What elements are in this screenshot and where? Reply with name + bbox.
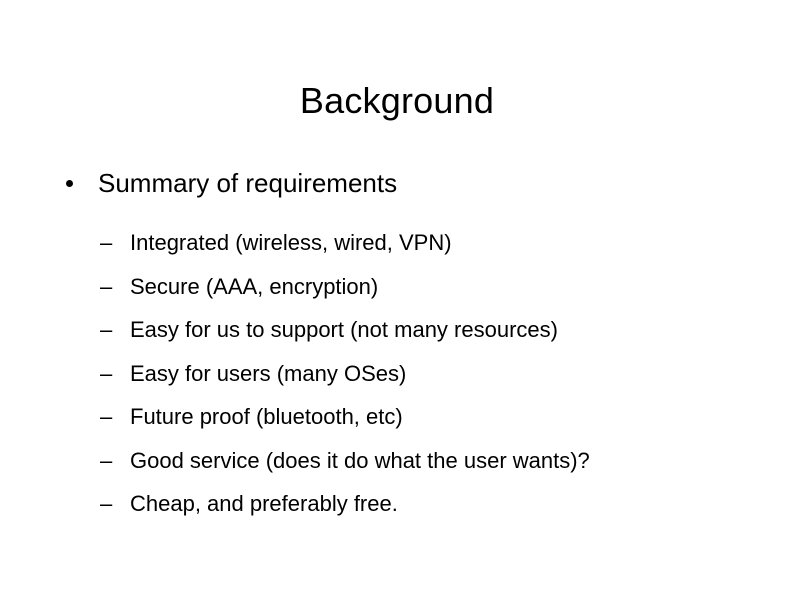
bullet-item-level2: – Integrated (wireless, wired, VPN) xyxy=(0,228,794,272)
bullet-item-level2: – Easy for users (many OSes) xyxy=(0,359,794,403)
bullet-dash-icon: – xyxy=(100,491,113,516)
bullet-item-level2-label: Integrated (wireless, wired, VPN) xyxy=(130,230,452,255)
bullet-item-level2: – Cheap, and preferably free. xyxy=(0,489,794,533)
bullet-item-level2: – Secure (AAA, encryption) xyxy=(0,272,794,316)
bullet-dash-icon: – xyxy=(100,447,113,473)
bullet-item-level1: Summary of requirements – Integrated (wi… xyxy=(0,166,794,516)
bullet-item-level2-label: Easy for us to support (not many resourc… xyxy=(130,317,558,342)
bullet-item-level2-label: Future proof (bluetooth, etc) xyxy=(130,404,403,429)
bullet-item-level2-label: Easy for users (many OSes) xyxy=(130,360,407,386)
bullet-dot-icon xyxy=(66,180,73,187)
bullet-item-level2: – Good service (does it do what the user… xyxy=(0,446,794,490)
bullet-item-level2-label: Cheap, and preferably free. xyxy=(130,491,398,516)
bullet-dash-icon: – xyxy=(100,317,113,342)
bullet-dash-icon: – xyxy=(100,404,113,429)
bullet-dash-icon: – xyxy=(100,273,113,299)
bullet-dash-icon: – xyxy=(100,230,113,255)
slide-body: Summary of requirements – Integrated (wi… xyxy=(0,166,794,516)
bullet-item-level1-label: Summary of requirements xyxy=(98,168,398,198)
bullet-item-level2-label: Secure (AAA, encryption) xyxy=(130,273,379,299)
bullet-item-level2: – Future proof (bluetooth, etc) xyxy=(0,402,794,446)
bullet-dash-icon: – xyxy=(100,360,113,386)
slide-title: Background xyxy=(299,80,495,121)
bullet-item-level2-label: Good service (does it do what the user w… xyxy=(130,447,590,473)
sub-bullet-list: – Integrated (wireless, wired, VPN) – Se… xyxy=(0,228,794,533)
bullet-item-level2: – Easy for us to support (not many resou… xyxy=(0,315,794,359)
